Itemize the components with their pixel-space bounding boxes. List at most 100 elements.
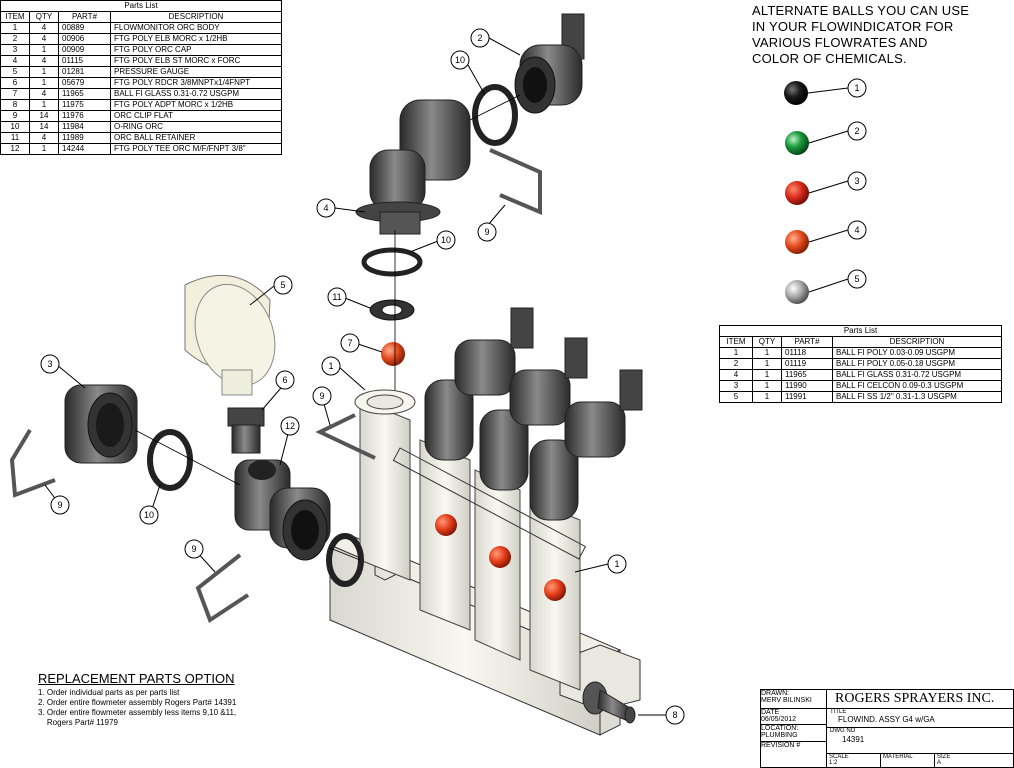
main-parts-cell: 05679 (58, 77, 111, 89)
main-parts-cell: 01281 (58, 66, 111, 78)
main-parts-cell: PRESSURE GAUGE (110, 66, 282, 78)
main-parts-cell: 12 (0, 143, 30, 155)
alt-parts-list-header: ITEM QTY PART# DESCRIPTION (719, 336, 1002, 348)
callout-9-bottom: 9 (184, 539, 204, 559)
main-parts-cell: 11965 (58, 88, 111, 100)
main-parts-cell: 4 (29, 55, 59, 67)
svg-text:5: 5 (854, 274, 859, 284)
tb-location: LOCATION: PLUMBING (760, 724, 827, 742)
main-parts-cell: FTG POLY ORC CAP (110, 44, 282, 56)
callout-alt-1: 1 (847, 78, 867, 98)
main-parts-cell: FLOWMONITOR ORC BODY (110, 22, 282, 34)
svg-text:11: 11 (332, 292, 341, 302)
alt-parts-cell: 3 (719, 380, 753, 392)
alt-ball-2 (785, 131, 809, 155)
col-description: DESCRIPTION (110, 11, 282, 23)
main-parts-cell: 14244 (58, 143, 111, 155)
main-parts-cell: O-RING ORC (110, 121, 282, 133)
tb-title: TITLE FLOWIND. ASSY G4 w/GA (826, 708, 1014, 728)
callout-8: 8 (665, 705, 685, 725)
tb-dwg: DWG NO 14391 (826, 727, 1014, 754)
callout-alt-5: 5 (847, 269, 867, 289)
main-parts-cell: 01115 (58, 55, 111, 67)
callout-6: 6 (275, 370, 295, 390)
svg-text:5: 5 (280, 280, 285, 290)
main-parts-cell: 11989 (58, 132, 111, 144)
svg-text:6: 6 (282, 375, 287, 385)
svg-text:2: 2 (477, 33, 482, 43)
replacement-line: 3. Order entire flowmeter assembly less … (38, 708, 237, 717)
alt-parts-cell: 1 (752, 369, 782, 381)
tb-size: SIZE A (934, 753, 1014, 768)
reducer-6 (227, 407, 265, 454)
callout-9-top: 9 (477, 222, 497, 242)
alt-parts-cell: 5 (719, 391, 753, 403)
main-parts-cell: FTG POLY ELB MORC x 1/2HB (110, 33, 282, 45)
elbow-4 (355, 99, 471, 235)
main-parts-cell: 4 (29, 88, 59, 100)
main-parts-cell: 4 (29, 22, 59, 34)
alt-ball-4 (785, 230, 809, 254)
main-parts-cell: 7 (0, 88, 30, 100)
replacement-title: REPLACEMENT PARTS OPTION (38, 671, 235, 686)
callout-alt-3: 3 (847, 171, 867, 191)
svg-text:10: 10 (144, 510, 154, 520)
tee-12 (234, 459, 331, 561)
col-item: ITEM (0, 11, 30, 23)
main-parts-cell: 1 (0, 22, 30, 34)
alt-parts-cell: 01119 (781, 358, 833, 370)
svg-text:9: 9 (484, 227, 489, 237)
svg-text:3: 3 (47, 359, 52, 369)
svg-text:10: 10 (455, 55, 465, 65)
alt-parts-cell: BALL FI POLY 0.03-0.09 USGPM (832, 347, 1002, 359)
svg-text:1: 1 (328, 361, 333, 371)
callout-alt-2: 2 (847, 121, 867, 141)
callout-12: 12 (280, 416, 300, 436)
svg-text:12: 12 (285, 421, 295, 431)
alt-parts-cell: 11991 (781, 391, 833, 403)
main-parts-cell: 9 (0, 110, 30, 122)
main-parts-cell: 8 (0, 99, 30, 111)
alt-parts-cell: 4 (719, 369, 753, 381)
svg-text:8: 8 (672, 710, 677, 720)
svg-text:10: 10 (441, 235, 451, 245)
alt-parts-cell: BALL FI CELCON 0.09-0.3 USGPM (832, 380, 1002, 392)
elbow-2 (514, 13, 585, 114)
alternate-ball-swatches (784, 81, 809, 304)
svg-text:4: 4 (323, 203, 328, 213)
main-parts-cell: BALL FI GLASS 0.31-0.72 USGPM (110, 88, 282, 100)
callout-10-mid: 10 (436, 230, 456, 250)
alt-parts-cell: 11990 (781, 380, 833, 392)
svg-text:1: 1 (614, 559, 619, 569)
alt-parts-cell: 1 (752, 391, 782, 403)
main-parts-cell: 14 (29, 121, 59, 133)
main-parts-cell: 00909 (58, 44, 111, 56)
ball-7 (381, 342, 405, 366)
cap-3 (64, 384, 138, 464)
alt-parts-cell: 1 (752, 380, 782, 392)
main-parts-cell: 3 (0, 44, 30, 56)
svg-text:1: 1 (854, 83, 859, 93)
main-parts-cell: 1 (29, 44, 59, 56)
col-qty: QTY (29, 11, 59, 23)
main-parts-cell: 1 (29, 77, 59, 89)
svg-text:4: 4 (854, 225, 859, 235)
callout-7: 7 (340, 333, 360, 353)
callout-alt-4: 4 (847, 220, 867, 240)
alt-parts-cell: 1 (719, 347, 753, 359)
alt-parts-cell: 1 (752, 347, 782, 359)
main-parts-cell: 2 (0, 33, 30, 45)
main-parts-cell: 1 (29, 143, 59, 155)
o-ring-mid (361, 247, 423, 277)
replacement-line: Rogers Part# 11979 (38, 718, 118, 727)
main-parts-cell: FTG POLY ELB ST MORC x FORC (110, 55, 282, 67)
